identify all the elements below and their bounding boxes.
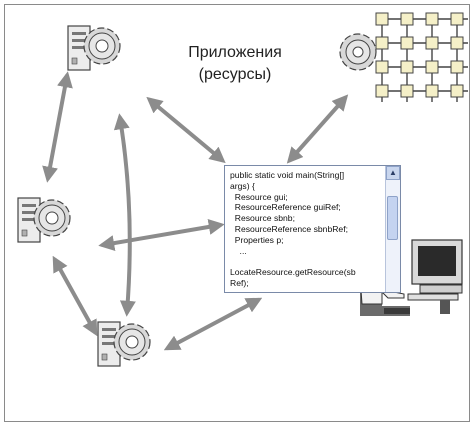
code-line: Resource gui;: [230, 191, 288, 202]
code-line: LocateResource.getResource(sb: [230, 267, 356, 278]
code-text: public static void main(String[]args) { …: [230, 170, 388, 289]
code-line: Resource sbnb;: [230, 213, 295, 224]
code-line: ResourceReference guiRef;: [230, 202, 341, 213]
arrow-bottom-server-code: [163, 297, 263, 351]
arrow-mid-bottom-server: [52, 255, 98, 337]
diagram-frame: [4, 4, 470, 422]
server-gear-icon: [67, 25, 121, 71]
code-window: public static void main(String[]args) { …: [224, 165, 401, 293]
code-line: [230, 256, 388, 267]
scroll-up-button[interactable]: ▲: [386, 166, 400, 180]
server-gear-icon: [97, 321, 151, 367]
arrow-top-server-code: [146, 96, 226, 164]
arrow-top-bottom-server: [113, 113, 136, 317]
server-gear-icon: [17, 197, 71, 243]
arrow-mid-server-code: [98, 219, 225, 251]
diagram-title: Приложения (ресурсы): [160, 42, 310, 86]
code-line: ...: [230, 245, 247, 256]
scroll-thumb[interactable]: [387, 196, 398, 240]
code-scrollbar[interactable]: ▲: [385, 166, 400, 292]
code-line: public static void main(String[]: [230, 170, 345, 180]
arrow-top-mid-server: [42, 71, 73, 183]
code-line: Ref);: [230, 277, 249, 288]
code-line: args) {: [230, 180, 255, 191]
code-line: Properties p;: [230, 234, 284, 245]
title-line-2: (ресурсы): [198, 66, 272, 83]
title-line-1: Приложения: [188, 44, 282, 61]
code-line: ResourceReference sbnbRef;: [230, 223, 348, 234]
arrow-grid-code: [286, 94, 349, 164]
arrows: [42, 71, 349, 351]
grid-network-icon: [339, 12, 468, 102]
